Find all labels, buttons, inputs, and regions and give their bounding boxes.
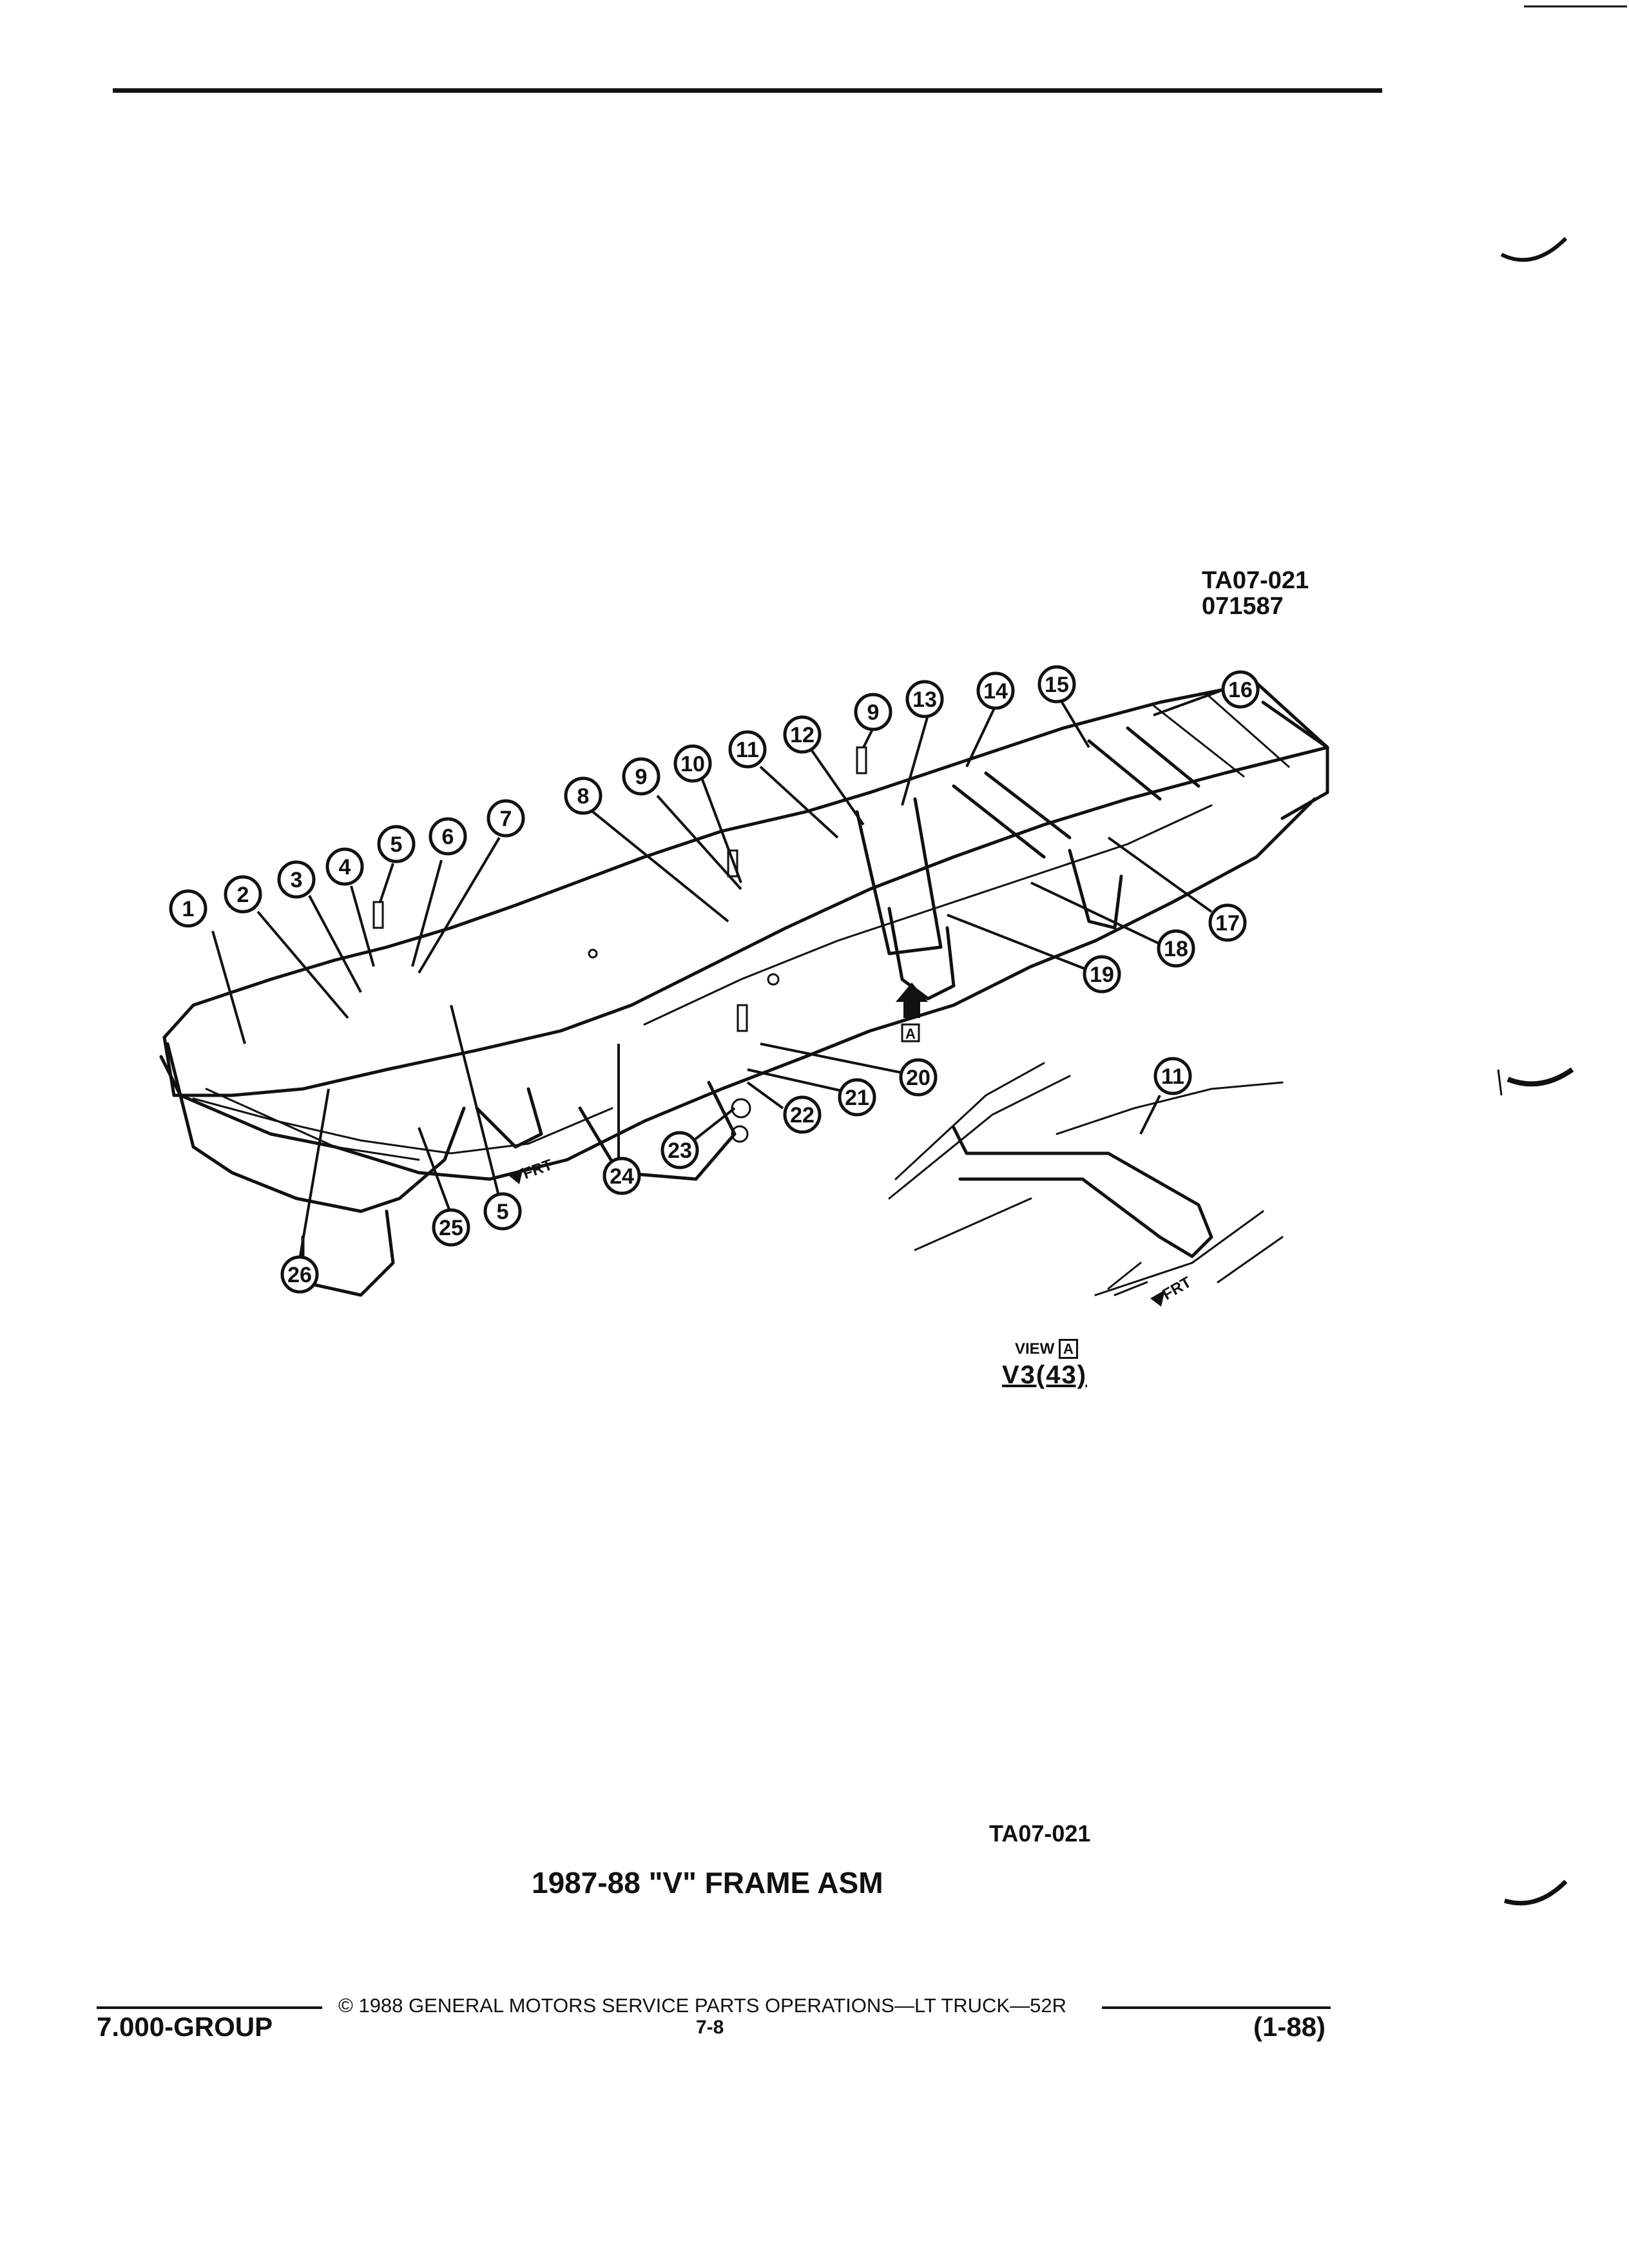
svg-text:22: 22 (790, 1103, 815, 1128)
crossmember-rear-4 (1126, 726, 1200, 788)
svg-text:5: 5 (497, 1200, 509, 1224)
caption-title: 1987-88 "V" FRAME ASM (532, 1866, 883, 1899)
svg-text:19: 19 (1090, 963, 1114, 987)
crossmember-rear-3 (1087, 739, 1162, 801)
callout-23: 23 (660, 1131, 699, 1169)
callout-4: 4 (325, 847, 364, 886)
callouts: 1 2 3 4 5 6 7 8 9 10 11 12 9 13 14 15 16… (169, 665, 1260, 1294)
callout-5a: 5 (377, 825, 416, 863)
callout-16: 16 (1221, 670, 1260, 709)
header-rule (113, 88, 1382, 93)
view-a-marker: A (905, 1026, 916, 1042)
callout-5b: 5 (483, 1192, 522, 1231)
svg-text:18: 18 (1164, 937, 1188, 961)
callout-21: 21 (838, 1078, 876, 1117)
svg-text:2: 2 (237, 883, 249, 907)
callout-19: 19 (1083, 955, 1121, 994)
svg-text:21: 21 (845, 1086, 869, 1110)
svg-text:6: 6 (442, 825, 454, 849)
footer-group: 7.000-GROUP (97, 2012, 273, 2042)
callout-25: 25 (432, 1208, 470, 1247)
view-a-crossmember (952, 1126, 1213, 1258)
svg-text:10: 10 (680, 752, 705, 776)
svg-text:9: 9 (635, 765, 648, 789)
crossmember-mid (855, 797, 943, 956)
svg-text:20: 20 (906, 1066, 930, 1090)
footer-rule-right (1102, 2006, 1331, 2009)
callout-17: 17 (1208, 903, 1247, 942)
callout-15: 15 (1037, 665, 1076, 704)
svg-text:17: 17 (1215, 911, 1240, 936)
drawing-code: TA07-021 (1202, 567, 1309, 594)
callout-13: 13 (905, 680, 944, 718)
svg-text:14: 14 (983, 679, 1008, 704)
svg-text:5: 5 (390, 832, 403, 857)
callout-9a: 9 (622, 757, 660, 796)
view-label-box: A (1059, 1339, 1078, 1359)
callout-9b: 9 (854, 693, 892, 731)
footer-date-code: (1-88) (1253, 2012, 1326, 2042)
front-crossmember (166, 1042, 466, 1213)
callout-18: 18 (1157, 929, 1195, 968)
right-frame-rail (159, 797, 1316, 1181)
callout-20: 20 (899, 1058, 938, 1097)
callout-10: 10 (673, 744, 712, 783)
callout-1: 1 (169, 889, 207, 928)
svg-text:4: 4 (339, 855, 351, 879)
svg-text:1: 1 (182, 897, 195, 921)
view-ref: V3(43) (1002, 1361, 1088, 1389)
drawing-date: 071587 (1202, 593, 1284, 620)
svg-text:23: 23 (668, 1139, 692, 1163)
view-a-arrow (896, 983, 928, 1018)
footer-rule-left (97, 2006, 322, 2009)
crossmember-rear-1 (952, 784, 1046, 859)
svg-text:11: 11 (1161, 1064, 1184, 1089)
callout-26: 26 (280, 1255, 319, 1294)
svg-text:15: 15 (1045, 673, 1069, 697)
callout-14: 14 (976, 671, 1015, 710)
svg-text:24: 24 (610, 1164, 634, 1189)
svg-text:26: 26 (287, 1263, 312, 1287)
callout-22: 22 (783, 1095, 822, 1134)
callout-12: 12 (783, 715, 822, 754)
callout-7: 7 (487, 799, 525, 838)
svg-text:3: 3 (291, 868, 303, 892)
svg-text:7: 7 (500, 807, 512, 831)
svg-text:12: 12 (790, 723, 815, 747)
svg-text:11: 11 (736, 738, 759, 762)
callout-8: 8 (564, 776, 602, 815)
svg-text:16: 16 (1228, 678, 1253, 702)
callout-6: 6 (429, 817, 467, 856)
svg-text:8: 8 (577, 784, 590, 809)
footer-copyright: © 1988 GENERAL MOTORS SERVICE PARTS OPER… (338, 1994, 1066, 2017)
callout-3: 3 (277, 860, 316, 899)
svg-text:9: 9 (867, 700, 880, 725)
svg-text:13: 13 (912, 687, 937, 712)
callout-24: 24 (602, 1157, 641, 1195)
callout-2: 2 (224, 875, 262, 914)
footer-page: 7-8 (696, 2017, 724, 2038)
callout-11b: 11 (1153, 1057, 1192, 1095)
view-label-prefix: VIEW (1015, 1340, 1055, 1358)
view-a-label: VIEW A (1015, 1339, 1078, 1359)
crossmember-rear-2 (984, 771, 1072, 840)
caption-code: TA07-021 (989, 1820, 1091, 1847)
callout-11a: 11 (728, 730, 767, 769)
svg-text:25: 25 (439, 1216, 463, 1240)
